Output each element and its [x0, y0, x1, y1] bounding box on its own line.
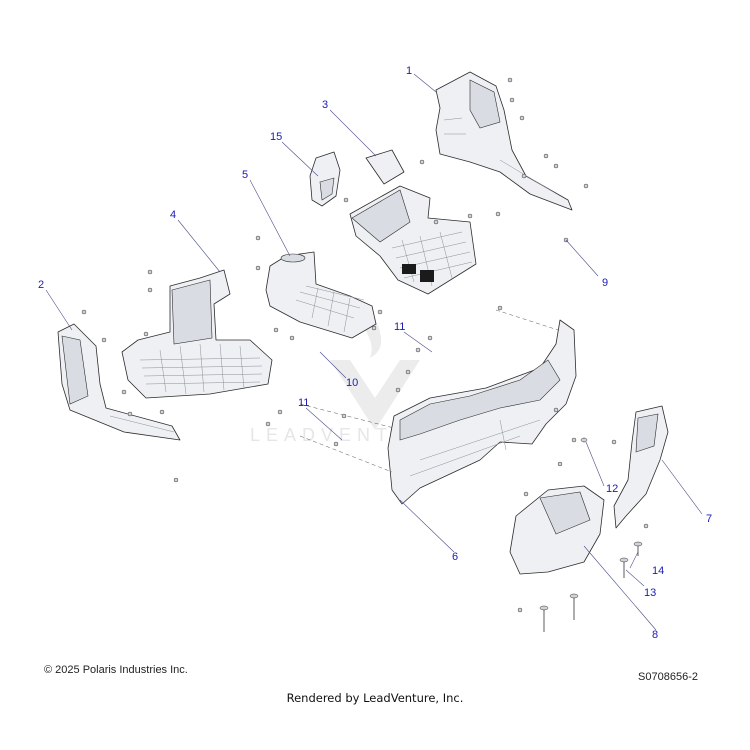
callout-12[interactable]: 12	[606, 483, 618, 495]
callout-14[interactable]: 14	[652, 565, 664, 577]
leader-lines	[45, 73, 703, 631]
part-3-rear-floor-tray[interactable]	[349, 149, 477, 295]
callout-10[interactable]: 10	[346, 377, 358, 389]
part-4-left-floor-pan[interactable]	[121, 269, 273, 399]
callout-3[interactable]: 3	[322, 99, 328, 111]
part-8-splash-guard[interactable]	[509, 485, 605, 575]
render-credit: Rendered by LeadVenture, Inc.	[286, 691, 464, 705]
callout-labels: 1 3 15 5 4 2 9 11 10 11 12 7 6 14 13 8	[38, 65, 712, 641]
callout-11-lower[interactable]: 11	[298, 397, 309, 409]
callout-4[interactable]: 4	[170, 209, 176, 221]
part-7-rear-panel[interactable]	[613, 405, 669, 529]
callout-11-upper[interactable]: 11	[394, 321, 405, 333]
callout-9[interactable]: 9	[602, 277, 608, 289]
callout-6[interactable]: 6	[452, 551, 458, 563]
callout-1[interactable]: 1	[406, 65, 412, 77]
copyright-text: © 2025 Polaris Industries Inc.	[44, 664, 188, 676]
diagram-id: S0708656-2	[638, 671, 698, 683]
part-6-bulkhead[interactable]	[299, 309, 577, 505]
part-5-center-floor[interactable]	[265, 251, 377, 339]
callout-5[interactable]: 5	[242, 169, 248, 181]
callout-2[interactable]: 2	[38, 279, 44, 291]
callout-13[interactable]: 13	[644, 587, 656, 599]
callout-15[interactable]: 15	[270, 131, 282, 143]
fasteners	[81, 77, 649, 632]
callout-8[interactable]: 8	[652, 629, 658, 641]
callout-7[interactable]: 7	[706, 513, 712, 525]
part-1-right-panel[interactable]	[435, 71, 573, 211]
part-2-left-side-panel[interactable]	[57, 323, 181, 441]
part-15-bracket[interactable]	[309, 151, 341, 207]
